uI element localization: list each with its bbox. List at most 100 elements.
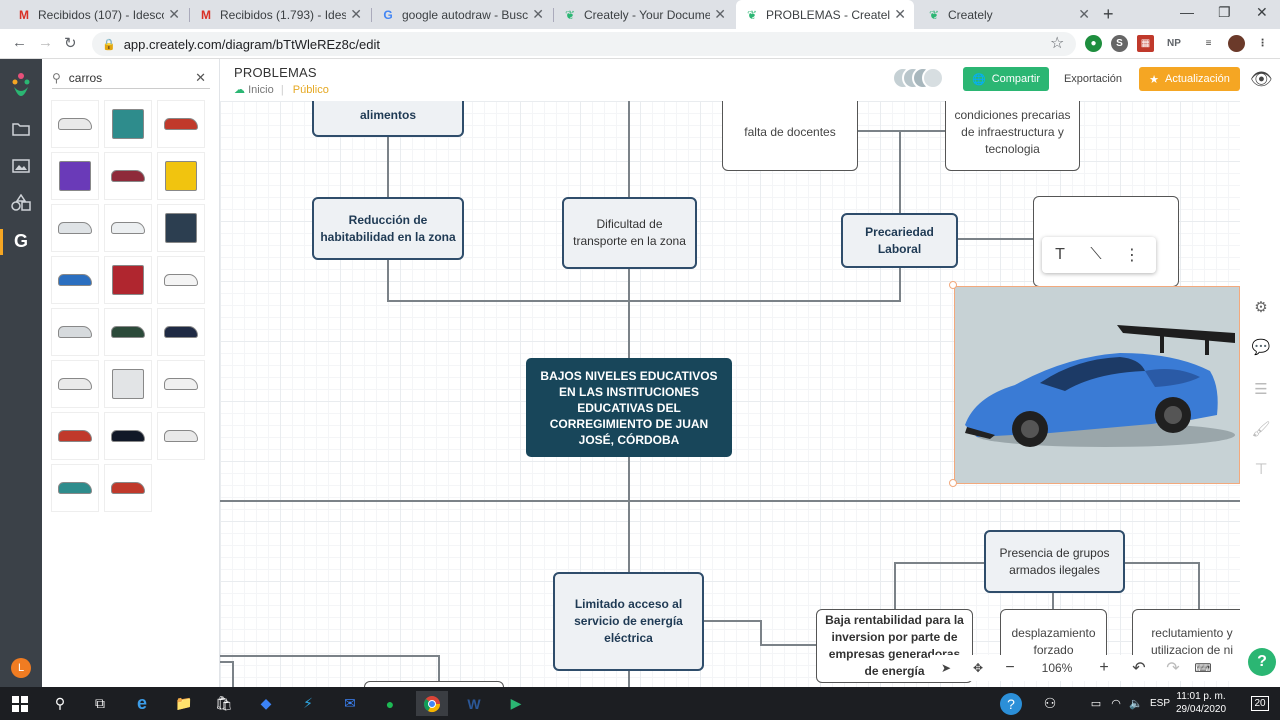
wifi-icon[interactable]: ◠ [1111,698,1121,710]
text-tool-icon[interactable]: T [1055,246,1065,263]
image-result-thumbnail[interactable] [51,412,99,460]
node-presencia-grupos[interactable]: Presencia de grupos armados ilegales [984,530,1125,593]
resize-handle[interactable] [949,281,957,289]
collaborators-avatars[interactable] [892,67,946,91]
node-bottom-partial[interactable] [364,681,504,687]
dropbox-icon[interactable]: ◆ [260,695,272,711]
select-pointer-icon[interactable]: ➤ [940,661,952,675]
close-window-button[interactable]: ✕ [1256,4,1268,20]
clock[interactable]: 11:01 p. m. 29/04/2020 [1176,691,1227,715]
hierarchy-icon[interactable]: ⊤ [1254,461,1268,478]
keyboard-icon[interactable]: ⌨ [1194,661,1212,675]
notification-center-icon[interactable]: 20 [1244,691,1276,716]
task-view-icon[interactable]: ⧉ [95,695,105,711]
node-falta-docentes[interactable]: falta de docentes [722,101,858,171]
zoom-level[interactable]: 106% [1041,661,1073,675]
share-button[interactable]: 🌐 Compartir [963,67,1049,91]
playlist-icon[interactable]: ≡ [1205,38,1212,49]
export-button[interactable]: Exportación [1063,73,1123,85]
clear-search-icon[interactable]: ✕ [195,69,206,85]
reload-icon[interactable]: ↻ [64,35,77,52]
image-result-thumbnail[interactable] [51,464,99,512]
notes-icon[interactable]: ☰ [1254,381,1268,398]
upgrade-button[interactable]: ★ Actualización [1139,67,1240,91]
pan-move-icon[interactable]: ✥ [972,661,984,675]
image-icon[interactable] [11,156,31,176]
extension-green-icon[interactable]: ● [1085,35,1102,52]
node-alimentos[interactable]: alimentos [312,101,464,137]
google-images-icon[interactable]: G [13,230,28,251]
search-icon[interactable]: ⚲ [54,695,66,711]
close-tab-icon[interactable]: ✕ [1078,6,1090,22]
back-arrow-icon[interactable]: ← [12,34,27,51]
document-title[interactable]: PROBLEMAS [234,65,317,80]
spotify-icon[interactable]: ● [385,695,395,712]
node-condiciones-precarias[interactable]: condiciones precarias de infraestructura… [945,101,1080,171]
tab-gmail-1[interactable]: M Recibidos (107) - Idescobar2( ✕ [8,0,188,29]
word-icon[interactable]: W [467,695,481,712]
extension-red-icon[interactable]: ▦ [1137,35,1154,52]
comment-icon[interactable]: 💬 [1251,339,1271,356]
resize-handle[interactable] [949,479,957,487]
image-result-thumbnail[interactable] [157,152,205,200]
image-result-thumbnail[interactable] [104,412,152,460]
visibility-status[interactable]: Público [292,84,329,96]
image-result-thumbnail[interactable] [51,100,99,148]
redo-icon[interactable]: ↷ [1166,660,1180,677]
tab-gmail-2[interactable]: M Recibidos (1.793) - Idescobar ✕ [190,0,370,29]
image-result-thumbnail[interactable] [104,100,152,148]
image-result-thumbnail[interactable] [104,152,152,200]
image-result-thumbnail[interactable] [104,360,152,408]
image-result-thumbnail[interactable] [104,256,152,304]
zoom-in-button[interactable]: + [1099,659,1109,676]
avatar[interactable] [1228,35,1245,52]
tab-creately-docs[interactable]: ❦ Creately - Your Documents ✕ [554,0,734,29]
image-result-thumbnail[interactable] [157,360,205,408]
forward-arrow-icon[interactable]: → [38,34,53,51]
close-tab-icon[interactable]: ✕ [714,6,726,22]
tab-google-search[interactable]: G google autodraw - Buscar co ✕ [372,0,552,29]
volume-icon[interactable]: 🔈 [1129,698,1143,710]
close-tab-icon[interactable]: ✕ [532,6,544,22]
maximize-button[interactable]: ❐ [1218,4,1231,20]
image-result-thumbnail[interactable] [157,412,205,460]
close-tab-icon[interactable]: ✕ [894,6,906,22]
close-tab-icon[interactable]: ✕ [168,6,180,22]
image-result-thumbnail[interactable] [157,204,205,252]
folder-icon[interactable] [11,119,31,139]
close-tab-icon[interactable]: ✕ [350,6,362,22]
file-explorer-icon[interactable]: 📁 [175,695,193,711]
app-icon[interactable]: ⚡ [303,695,313,711]
settings-doc-icon[interactable]: ⚙ [1254,299,1268,316]
bookmark-star-icon[interactable]: ☆ [1050,35,1065,52]
undo-icon[interactable]: ↶ [1132,660,1146,677]
tab-problemas-creately[interactable]: ❦ PROBLEMAS - Creately ✕ [736,0,914,29]
node-baja-rentabilidad[interactable]: Baja rentabilidad para la inversion por … [816,609,973,683]
creately-app-icon[interactable]: ▶ [510,695,522,711]
image-result-thumbnail[interactable] [104,308,152,356]
mail-icon[interactable]: ✉ [344,695,356,711]
image-result-thumbnail[interactable] [51,204,99,252]
shapes-icon[interactable] [11,193,31,213]
image-result-thumbnail[interactable] [157,256,205,304]
node-reduccion-habitabilidad[interactable]: Reducción de habitabilidad en la zona [312,197,464,260]
line-tool-icon[interactable]: ⟍ [1090,246,1102,263]
central-problem-node[interactable]: BAJOS NIVELES EDUCATIVOS EN LAS INSTITUC… [526,358,732,457]
image-result-thumbnail[interactable] [104,204,152,252]
menu-dots-icon[interactable]: ⋮ [1257,38,1268,49]
image-result-thumbnail[interactable] [51,152,99,200]
paint-icon[interactable]: 🖌 [1251,421,1271,438]
help-button[interactable]: ? [1248,648,1276,676]
image-result-thumbnail[interactable] [51,360,99,408]
image-result-thumbnail[interactable] [51,256,99,304]
help-tray-icon[interactable]: ? [1000,693,1022,715]
chrome-icon[interactable] [416,691,448,716]
edge-icon[interactable]: e [136,693,147,713]
image-search-input[interactable]: ⚲ carros ✕ [52,67,210,89]
image-result-thumbnail[interactable] [157,100,205,148]
url-field[interactable]: 🔒 app.creately.com/diagram/bTtWleREz8c/e… [92,32,1076,56]
more-options-icon[interactable]: ⋮ [1124,247,1140,264]
node-limitado-acceso[interactable]: Limitado acceso al servicio de energía e… [553,572,704,671]
language-indicator[interactable]: ESP [1149,698,1170,709]
node-precariedad-laboral[interactable]: Precariedad Laboral [841,213,958,268]
